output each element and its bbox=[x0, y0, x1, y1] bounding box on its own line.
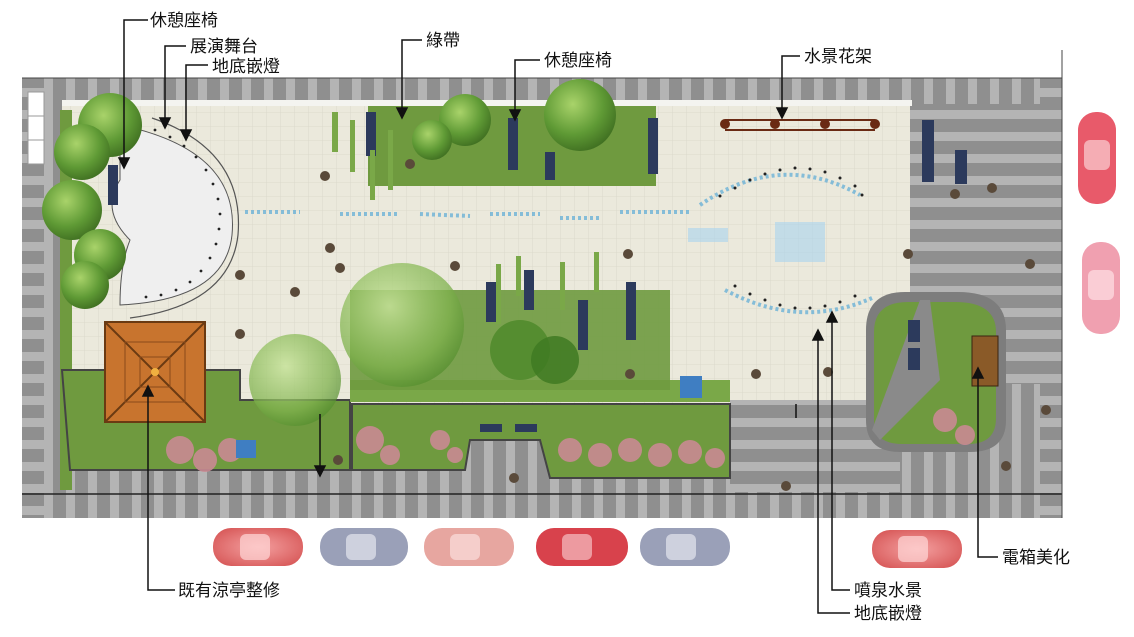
cars bbox=[213, 112, 1120, 568]
car bbox=[424, 528, 514, 566]
labels: 休憩座椅 展演舞台 地底嵌燈 綠帶 休憩座椅 水景花架 既有涼亭整修 電箱美化 … bbox=[150, 11, 1070, 624]
label-stage: 展演舞台 bbox=[190, 37, 258, 57]
label-ground-light-2: 地底嵌燈 bbox=[854, 604, 922, 624]
car bbox=[536, 528, 628, 566]
pedestrians bbox=[235, 159, 1051, 491]
fountain-dots bbox=[718, 166, 864, 310]
car bbox=[213, 528, 303, 566]
blossom-shrubs bbox=[166, 408, 975, 472]
water-features bbox=[236, 172, 873, 458]
label-pavilion: 既有涼亭整修 bbox=[178, 581, 280, 601]
label-electric-box: 電箱美化 bbox=[1002, 548, 1070, 568]
pavilion-roof bbox=[104, 321, 206, 423]
label-fountain: 噴泉水景 bbox=[854, 581, 922, 601]
leader-lines bbox=[117, 19, 998, 614]
label-ground-light-1: 地底嵌燈 bbox=[212, 57, 280, 77]
stage bbox=[111, 117, 240, 319]
label-green-belt: 綠帶 bbox=[426, 31, 460, 51]
trees bbox=[42, 79, 616, 426]
car bbox=[1082, 242, 1120, 334]
green-belt-strips bbox=[332, 112, 599, 324]
label-water-trellis: 水景花架 bbox=[804, 47, 872, 67]
car bbox=[640, 528, 730, 566]
car bbox=[1078, 112, 1116, 204]
label-rest-bench-2: 休憩座椅 bbox=[544, 51, 612, 71]
car bbox=[872, 530, 962, 568]
label-rest-bench-1: 休憩座椅 bbox=[150, 11, 218, 31]
water-trellis bbox=[720, 119, 880, 131]
electric-box bbox=[971, 335, 999, 387]
benches bbox=[108, 112, 967, 432]
car bbox=[320, 528, 408, 566]
